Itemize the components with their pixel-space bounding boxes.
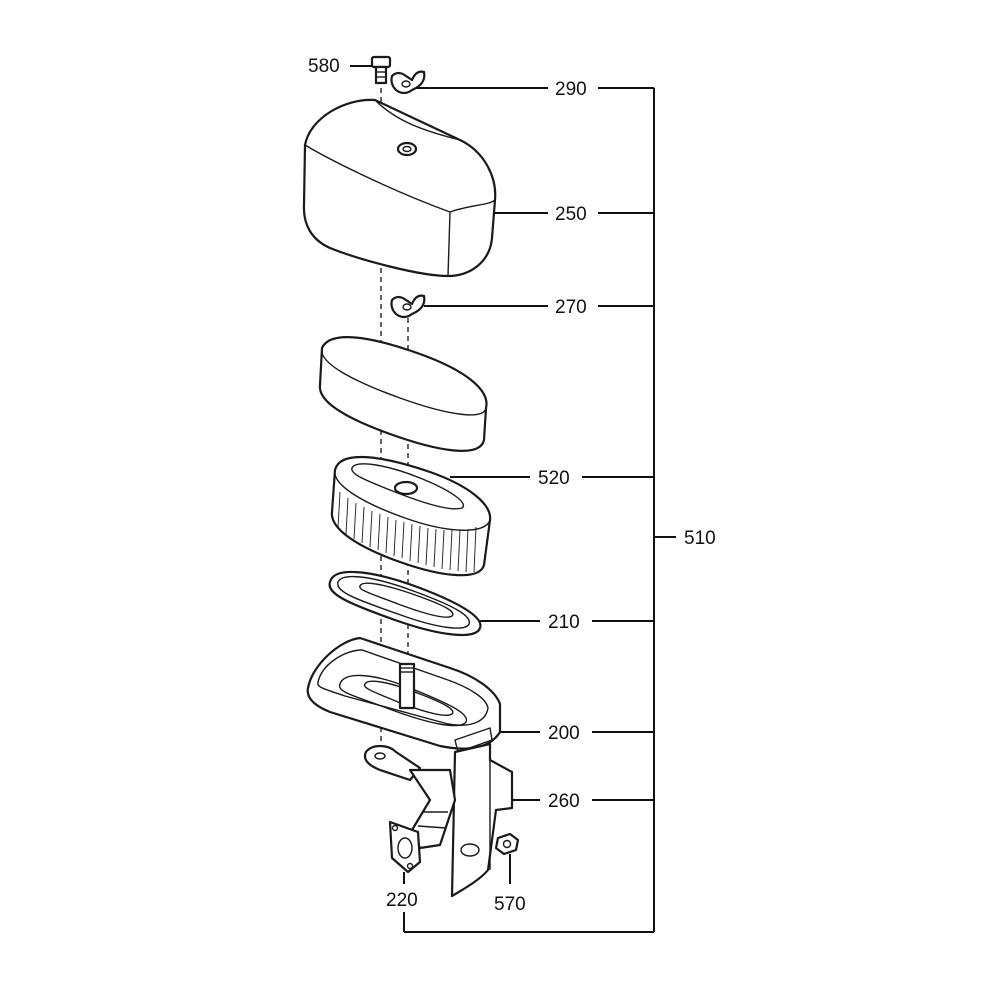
part-520-filter-element: [330, 455, 492, 577]
part-250-cover: [302, 98, 497, 278]
callout-200: 200: [548, 723, 580, 744]
part-260-bracket-plate: [450, 742, 514, 898]
callout-270: 270: [555, 297, 587, 318]
callout-510: 510: [684, 528, 716, 549]
part-570-nut: [494, 832, 520, 856]
callout-260: 260: [548, 791, 580, 812]
part-270-wing-nut: [390, 294, 426, 319]
callout-290: 290: [555, 79, 587, 100]
callout-570: 570: [494, 894, 526, 915]
part-220-gasket: [388, 820, 422, 874]
callout-250: 250: [555, 204, 587, 225]
leader-lines: [350, 65, 676, 933]
callout-220: 220: [386, 890, 418, 911]
callout-520: 520: [538, 468, 570, 489]
part-580-bolt: [370, 55, 392, 85]
callout-580: 580: [308, 56, 340, 77]
part-290-wing-nut: [390, 70, 426, 95]
part-210-gasket: [328, 570, 482, 637]
filter-pleats: [337, 491, 477, 573]
part-pre-filter-sleeve: [318, 336, 488, 452]
part-elbow-tube: [408, 768, 457, 850]
callout-210: 210: [548, 612, 580, 633]
